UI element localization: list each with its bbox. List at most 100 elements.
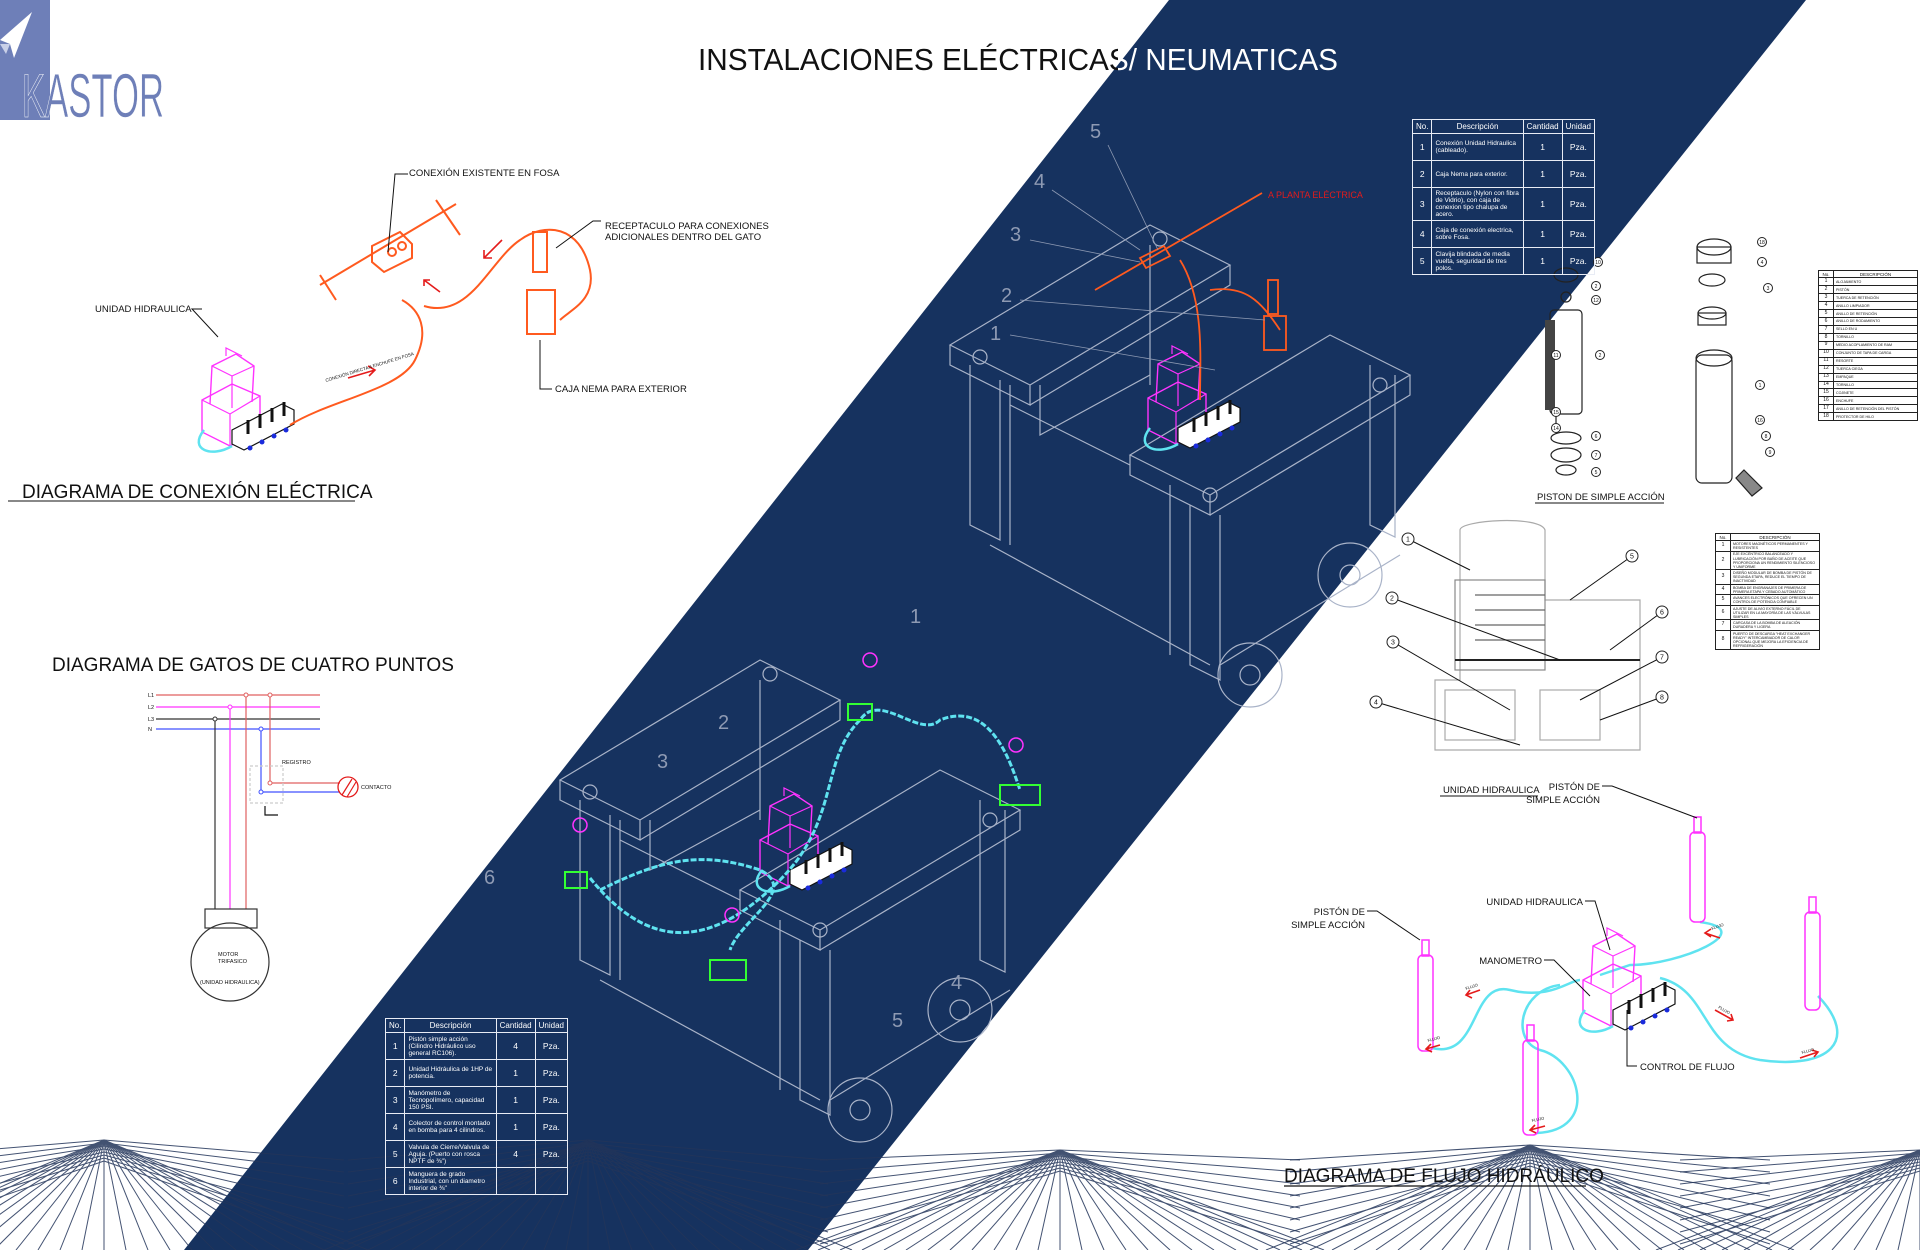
flujo-label: FLUJO [1718, 1005, 1731, 1016]
fan-line [0, 1139, 105, 1193]
piston-callout-number: 14 [1553, 426, 1559, 432]
callout-5: 5 [892, 1010, 903, 1032]
fan-line [1059, 1149, 1127, 1250]
fan-line [0, 1142, 105, 1157]
fan-line [1059, 1149, 1171, 1250]
fan-line [1679, 1170, 1920, 1245]
col-no: No. [384, 1018, 406, 1033]
table-cell-qty: 1 [495, 1113, 536, 1141]
table-cell-unit [534, 1167, 569, 1195]
piston-callout-number: 9 [1769, 450, 1772, 456]
fan-line [103, 1139, 127, 1250]
flujo-label: FLUJO [1465, 982, 1479, 991]
fan-line [1809, 1149, 1920, 1250]
table-cell-no: 4 [1411, 220, 1433, 248]
fan-line [1721, 1149, 1920, 1250]
fan-line [1059, 1149, 1325, 1250]
piston-callout-number: 1 [1759, 383, 1762, 389]
table-cell-no: 3 [1411, 187, 1433, 221]
piston-callout-number: 12 [1593, 298, 1599, 304]
table-cell-0: 12 [1818, 364, 1834, 374]
flujo-label: FLUJO [1801, 1047, 1815, 1055]
flow-diagram-title: DIAGRAMA DE FLUJO HIDRÁULICO [1284, 1166, 1604, 1187]
fan-line [1679, 1158, 1920, 1197]
table-cell-desc: Caja Nema para exterior. [1431, 160, 1524, 188]
hydraulic-unit-drawing [197, 346, 296, 454]
piston-callout-number: 7 [1595, 453, 1598, 459]
piston-callout-number: 3 [1767, 286, 1770, 292]
callout-1: 1 [910, 606, 921, 628]
kastor-logo: KASTOR [0, 0, 164, 131]
table-cell-1: MOTORES MAGNÉTICOS PERMANENTES Y RESISTE… [1730, 540, 1820, 552]
pump-callout: 2 [1385, 591, 1561, 661]
fan-line [949, 1149, 1061, 1250]
fan-line [1679, 1167, 1920, 1233]
table-cell-1: ENCHUFE [1833, 396, 1918, 406]
col-descripcion: DESCRIPCIÓN [1730, 532, 1820, 542]
table-cell-0: 7 [1715, 619, 1731, 631]
label-trifasico: TRIFASICO [218, 959, 248, 965]
table-cell-desc: Valvula de Cierre/Valvula de Aguja. (Pue… [404, 1140, 497, 1168]
fan-line [103, 1160, 345, 1245]
fan-line [81, 1139, 105, 1250]
fan-line [1059, 1149, 1281, 1250]
pump-title: UNIDAD HIDRAULICA [1443, 785, 1540, 796]
fan-line [883, 1149, 1061, 1250]
fan-line [1529, 1144, 1751, 1250]
fan-line [1059, 1149, 1259, 1250]
table-cell-0: 7 [1818, 324, 1834, 334]
piston-callout-number: 4 [1761, 260, 1764, 266]
table-cell-1: COJINETE [1833, 388, 1918, 398]
table-cell-0: 16 [1818, 396, 1834, 406]
col-cantidad: Cantidad [1522, 119, 1563, 134]
table-cell-unit: Pza. [534, 1113, 569, 1141]
table-cell-0: 5 [1715, 594, 1731, 606]
pump-callout-number: 1 [1406, 537, 1410, 544]
table-cell-0: 1 [1715, 540, 1731, 552]
paper-plane-icon [0, 12, 32, 58]
label-conexion-fosa: CONEXIÓN EXISTENTE EN FOSA [409, 168, 560, 179]
table-cell-1: PISTÓN [1833, 285, 1918, 295]
table-cell-no: 4 [384, 1113, 406, 1141]
table-cell-desc: Manómetro de Tecnopolímero, capacidad 15… [404, 1086, 497, 1114]
fan-line [0, 1139, 105, 1150]
fan-line [927, 1149, 1061, 1250]
table-cell-0: 10 [1818, 348, 1834, 358]
table-cell-1: PUERTO DE DESCARGA "HEAT EXCHANGER READY… [1730, 629, 1820, 650]
fan-line [971, 1149, 1061, 1250]
fan-line [103, 1139, 345, 1161]
piston-callout-number: 2 [1595, 284, 1598, 290]
table-cell-0: 4 [1818, 301, 1834, 311]
fan-line [103, 1145, 345, 1185]
fan-line [1787, 1149, 1920, 1250]
fan-line [1679, 1149, 1920, 1161]
table-cell-no: 1 [1411, 133, 1433, 161]
fan-line [839, 1149, 1061, 1250]
table-cell-1: ANILLO LIMPIADOR [1833, 301, 1918, 311]
fan-line [0, 1139, 105, 1184]
label-registro: REGISTRO [282, 760, 311, 766]
table-cell-1: AJUSTE DE ALIVIO EXTERNO FÁCIL DE UTILIZ… [1730, 604, 1820, 621]
fan-line [1059, 1164, 1301, 1221]
line-fan [1265, 1144, 1795, 1250]
table-cell-0: 9 [1818, 340, 1834, 350]
fan-line [0, 1139, 105, 1228]
table-cell-desc: Colector de control montado en bomba par… [404, 1113, 497, 1141]
fan-line [587, 1145, 829, 1185]
fan-line [1529, 1144, 1663, 1250]
label-contacto: CONTACTO [361, 785, 392, 791]
table-cell-0: 3 [1818, 293, 1834, 303]
fan-line [0, 1160, 105, 1198]
fan-line [1507, 1144, 1531, 1250]
table-cell-qty: 4 [495, 1032, 536, 1060]
table-cell-0: 17 [1818, 404, 1834, 414]
fan-line [0, 1139, 105, 1245]
